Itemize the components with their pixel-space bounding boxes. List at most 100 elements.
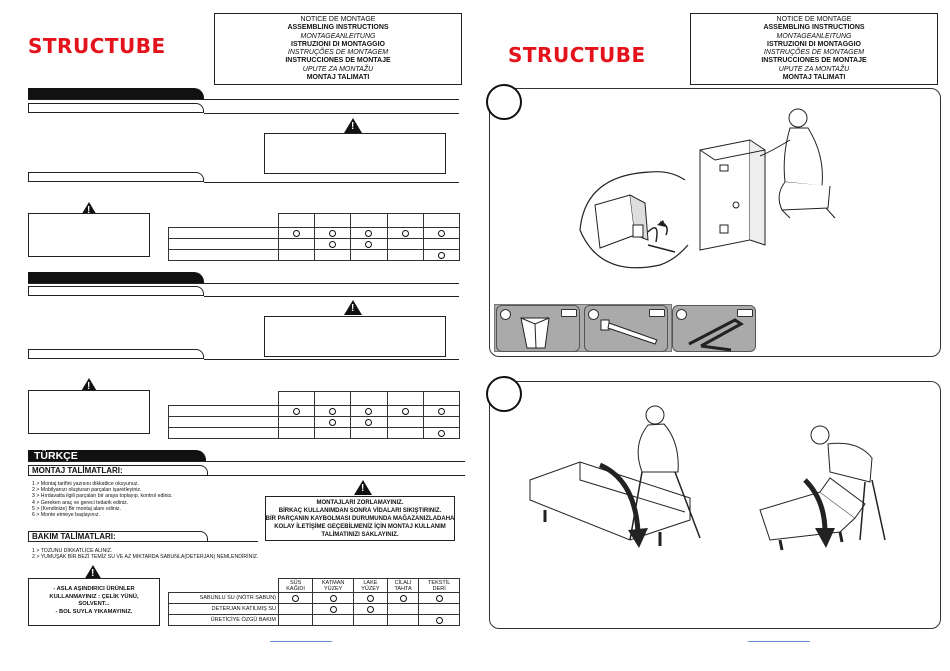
care-cell bbox=[314, 249, 352, 261]
care-cell bbox=[386, 249, 424, 261]
section-tab-2 bbox=[28, 272, 204, 284]
care-cell bbox=[277, 603, 314, 615]
notice-line: MONTAGEANLEITUNG bbox=[776, 32, 852, 40]
warning-triangle-icon bbox=[344, 300, 362, 315]
care-header-cell bbox=[350, 213, 388, 228]
notice-line: INSTRUÇÕES DE MONTAGEM bbox=[287, 49, 389, 57]
table-row bbox=[168, 427, 461, 439]
illustration-attach-legs bbox=[579, 108, 836, 269]
care-mark-circle bbox=[365, 229, 373, 237]
step-number-badge bbox=[486, 376, 522, 412]
care-header-label: TAHTA bbox=[394, 585, 412, 592]
bolt-part-icon bbox=[600, 319, 658, 345]
care-cell bbox=[422, 249, 461, 261]
montaj-steps-list: 1 > Montaj tarifini yazısını dikkatlice … bbox=[32, 481, 173, 518]
care-row-label bbox=[168, 227, 279, 239]
care-mark-circle bbox=[437, 429, 445, 437]
care-mark-circle bbox=[366, 605, 374, 613]
list-item: KOLAY İLETİŞİME GEÇEBİLMENİZ İÇİN MONTAJ… bbox=[274, 524, 446, 530]
care-mark-circle bbox=[329, 594, 337, 602]
warning-box bbox=[28, 213, 150, 257]
care-cell bbox=[386, 227, 424, 239]
care-header-cell bbox=[422, 391, 461, 406]
care-mark-circle bbox=[329, 407, 337, 415]
care-cell bbox=[350, 427, 388, 439]
care-cell bbox=[277, 227, 316, 239]
montaj-warning-text: MONTAJLARI ZORLAMAYINIZ.BİRKAÇ KULLANIMD… bbox=[265, 499, 455, 539]
table-row bbox=[168, 416, 461, 428]
care-header-label: KAĞIDI bbox=[286, 585, 305, 592]
notice-line: ASSEMBLING INSTRUCTIONS bbox=[763, 24, 865, 32]
care-mark-circle bbox=[365, 407, 373, 415]
warning-box bbox=[264, 316, 446, 357]
care-cell bbox=[350, 405, 388, 417]
care-header-cell bbox=[277, 391, 316, 406]
care-table bbox=[168, 391, 461, 439]
table-row bbox=[168, 405, 461, 417]
care-cell bbox=[422, 238, 461, 250]
notice-line: MONTAJ TALIMATI bbox=[306, 74, 370, 82]
notice-line: ASSEMBLING INSTRUCTIONS bbox=[287, 24, 389, 32]
care-row-label bbox=[168, 238, 279, 250]
care-header-cell bbox=[386, 391, 424, 406]
care-header-label: KATMAN bbox=[321, 579, 345, 586]
care-cell bbox=[353, 592, 388, 604]
care-cell bbox=[353, 603, 388, 615]
care-cell bbox=[312, 614, 355, 626]
care-mark-circle bbox=[437, 229, 445, 237]
care-mark-circle bbox=[293, 407, 301, 415]
warning-triangle-icon bbox=[344, 118, 362, 133]
subsection-tab-1b bbox=[28, 172, 204, 182]
list-item: BİRKAÇ KULLANIMDAN SONRA VİDALARI SIKIŞT… bbox=[278, 508, 442, 514]
care-row-label: ÜRETİCİYE ÖZGÜ BAKIM bbox=[168, 614, 279, 626]
part-card-allen-key bbox=[672, 305, 756, 352]
care-row-label bbox=[168, 427, 279, 439]
care-cell bbox=[277, 427, 316, 439]
care-header-label: YÜZEY bbox=[361, 585, 380, 592]
list-item: 1 > Montaj tarifini yazısını dikkatlice … bbox=[32, 481, 139, 487]
care-row-label bbox=[168, 405, 279, 417]
care-header-cell bbox=[314, 391, 352, 406]
warning-triangle-icon bbox=[84, 565, 102, 580]
list-item: TALİMATINIZI SAKLAYINIZ. bbox=[321, 532, 399, 538]
care-mark-circle bbox=[435, 594, 443, 602]
care-cell bbox=[277, 249, 316, 261]
care-header-label: DERİ bbox=[432, 585, 446, 592]
care-mark-circle bbox=[437, 407, 445, 415]
care-header-cell bbox=[277, 213, 316, 228]
care-row-label bbox=[168, 249, 279, 261]
notice-line: ISTRUZIONI DI MONTAGGIO bbox=[291, 40, 385, 48]
list-item: 3 > Hırdavatta ilgili parçaları bir aray… bbox=[32, 493, 173, 500]
care-mark-circle bbox=[366, 594, 374, 602]
care-cell bbox=[418, 592, 460, 604]
step-number-badge bbox=[486, 84, 522, 120]
care-cell bbox=[422, 416, 461, 428]
care-cell bbox=[422, 427, 461, 439]
part-card-leg bbox=[496, 305, 580, 352]
notice-line: INSTRUÇÕES DE MONTAGEM bbox=[763, 49, 865, 57]
care-cell bbox=[386, 592, 420, 604]
notice-line: MONTAJ TALIMATI bbox=[782, 74, 846, 82]
warning-triangle-icon bbox=[80, 378, 98, 393]
care-cell bbox=[418, 603, 460, 615]
list-item: 5 > (Kendinize) Bir montaj alanı ediniz. bbox=[32, 505, 121, 512]
table-row: DETERJAN KATILMIŞ SU bbox=[168, 603, 460, 615]
list-item: - BOL SUYLA YIKAMAYINIZ. bbox=[55, 608, 133, 615]
care-mark-circle bbox=[365, 418, 373, 426]
bakim-title: BAKIM TALİMATLARI: bbox=[28, 531, 208, 542]
care-cell bbox=[277, 592, 314, 604]
notice-line: INSTRUCCIONES DE MONTAJE bbox=[285, 57, 391, 65]
list-item: BİR PARÇANIN KAYBOLMASI DURUMUNDA MAĞAZA… bbox=[265, 516, 455, 522]
care-header-label: YÜZEY bbox=[323, 585, 343, 592]
bakim-warning-box bbox=[28, 578, 160, 626]
care-header-label: TEKSTİL bbox=[428, 579, 451, 586]
notice-line: NOTICE DE MONTAGE bbox=[776, 16, 852, 23]
care-mark-circle bbox=[329, 418, 337, 426]
